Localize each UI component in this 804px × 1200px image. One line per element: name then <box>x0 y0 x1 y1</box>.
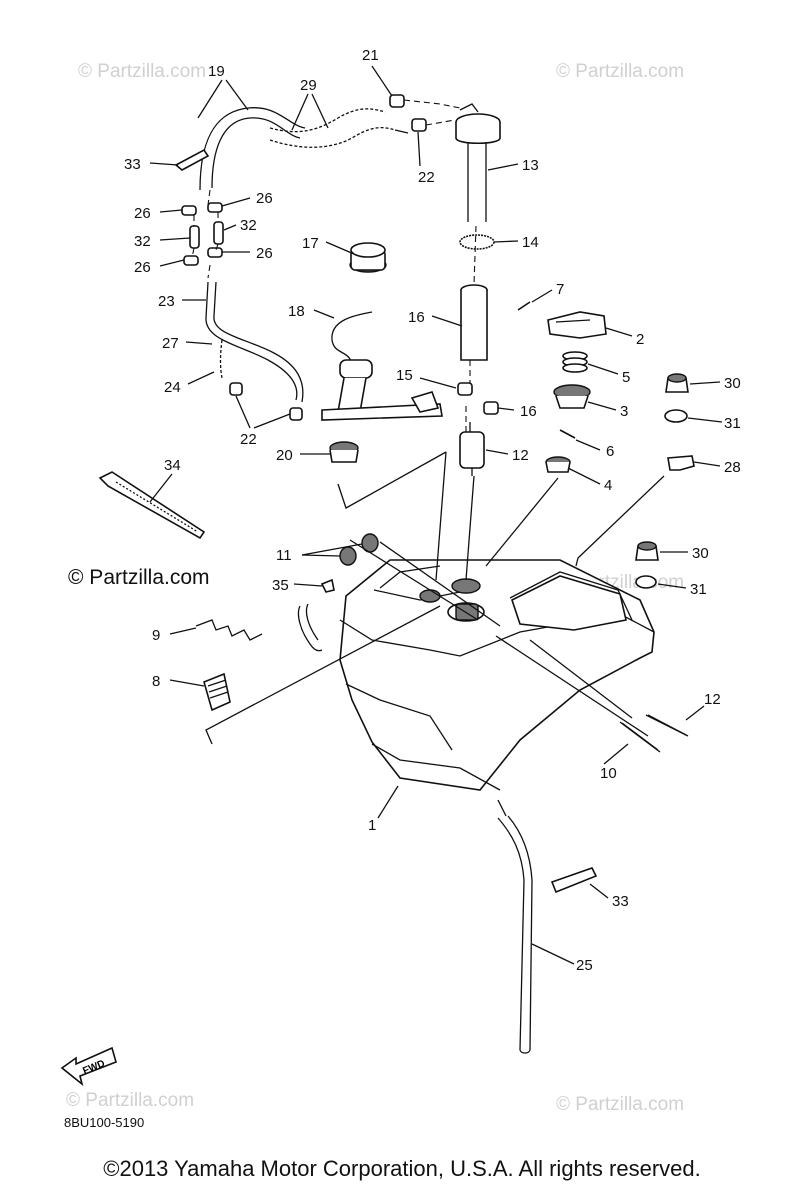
part-35-clip <box>320 578 335 593</box>
part-31-washer-upper <box>664 409 688 423</box>
watermark-bottom-left: © Partzilla.com <box>66 1090 194 1111</box>
callout-1: 1 <box>368 817 376 834</box>
part-17-tube <box>460 284 488 361</box>
callout-34: 34 <box>164 457 181 474</box>
callout-29: 29 <box>300 77 317 94</box>
callout-20: 20 <box>276 447 293 464</box>
watermark-top-left: © Partzilla.com <box>78 61 206 82</box>
part-9-spring-clip <box>195 619 263 641</box>
part-23-27-24-hoses <box>205 281 304 421</box>
callout-14: 14 <box>522 234 539 251</box>
callout-27: 27 <box>162 335 179 352</box>
callout-8: 8 <box>152 673 160 690</box>
leader-lines <box>149 65 723 965</box>
part-30-nut-lower <box>635 541 659 561</box>
callout-22-top: 21 <box>362 47 379 64</box>
part-16-clip-left <box>457 382 473 396</box>
callout-35: 35 <box>272 577 289 594</box>
part-18-fuel-pump-assy <box>321 311 443 421</box>
part-15-fuel-filter <box>459 422 485 476</box>
part-12-bolt <box>645 714 689 737</box>
part-21-hoses <box>199 107 306 191</box>
callout-numbers: 19 29 21 22 13 33 26 26 32 32 26 26 17 1… <box>124 47 741 974</box>
callout-19: 17 <box>302 235 319 252</box>
callout-32-right: 32 <box>240 217 257 234</box>
callout-18: 18 <box>288 303 305 320</box>
part-14-ring <box>459 234 495 250</box>
part-20-grommet <box>329 441 359 463</box>
callout-26-c: 26 <box>256 245 273 262</box>
callout-26-b: 26 <box>256 190 273 207</box>
callout-7: 7 <box>556 281 564 298</box>
callout-11: 11 <box>276 547 292 564</box>
part-11-dampers <box>339 533 379 566</box>
part-7-pin <box>517 301 531 311</box>
callout-30-upper: 30 <box>724 375 741 392</box>
callout-12: 12 <box>704 691 721 708</box>
callout-9: 9 <box>152 627 160 644</box>
callout-6: 6 <box>606 443 614 460</box>
callout-25: 25 <box>576 957 593 974</box>
drawing-code: 8BU100-5190 <box>64 1115 145 1130</box>
callout-31-lower: 31 <box>690 581 707 598</box>
part-5-spring <box>562 351 588 373</box>
part-10-bolt <box>619 721 661 753</box>
callout-23: 23 <box>158 293 175 310</box>
callout-26-a: 26 <box>134 205 151 222</box>
watermark-top-right: © Partzilla.com <box>556 61 684 82</box>
part-16-clip-right <box>483 401 499 415</box>
part-33-clip-upper <box>174 148 210 171</box>
callout-24: 24 <box>164 379 181 396</box>
callout-5: 5 <box>622 369 630 386</box>
callout-2: 2 <box>636 331 644 348</box>
callout-4: 4 <box>604 477 612 494</box>
callout-31-upper: 31 <box>724 415 741 432</box>
part-4-grommet <box>545 456 571 473</box>
callout-26-d: 26 <box>134 259 151 276</box>
part-33-clip-lower <box>550 867 598 894</box>
part-2-bracket <box>547 311 607 339</box>
callout-3: 3 <box>620 403 628 420</box>
assembly-guide-lines <box>205 225 665 817</box>
watermark-mid-left: © Partzilla.com <box>68 566 210 589</box>
callout-30-lower: 30 <box>692 545 709 562</box>
part-13-fuel-sender <box>455 103 501 222</box>
callout-16-right: 16 <box>520 403 537 420</box>
callout-22-lower: 22 <box>240 431 257 448</box>
part-26-32-connectors <box>181 189 224 279</box>
part-28-clamp <box>667 455 695 471</box>
callout-28: 28 <box>724 459 741 476</box>
part-6-pin <box>559 429 576 439</box>
part-22-clamps-top <box>389 94 461 132</box>
callout-21: 19 <box>208 63 225 80</box>
copyright-notice: ©2013 Yamaha Motor Corporation, U.S.A. A… <box>103 1156 701 1181</box>
part-1-fuel-tank <box>297 559 655 791</box>
part-30-nut-upper <box>665 373 689 393</box>
part-29-corrugated-hoses <box>269 108 409 148</box>
callout-10: 10 <box>600 765 617 782</box>
part-34-cable-tie <box>98 471 206 540</box>
part-25-vent-hose <box>497 815 533 1054</box>
callout-17: 16 <box>408 309 425 326</box>
part-8-pad <box>203 672 231 712</box>
callout-33-upper: 33 <box>124 156 141 173</box>
callout-15: 12 <box>512 447 529 464</box>
watermark-bottom-right: © Partzilla.com <box>556 1094 684 1115</box>
callout-22-mid: 22 <box>418 169 435 186</box>
part-31-washer-lower <box>635 575 657 589</box>
part-19-grommet <box>349 242 387 273</box>
callout-32-left: 32 <box>134 233 151 250</box>
fwd-arrow-icon: FWD <box>60 1046 117 1087</box>
callout-33-lower: 33 <box>612 893 629 910</box>
callout-16-left: 15 <box>396 367 413 384</box>
callout-13: 13 <box>522 157 539 174</box>
part-3-cap <box>553 384 591 409</box>
